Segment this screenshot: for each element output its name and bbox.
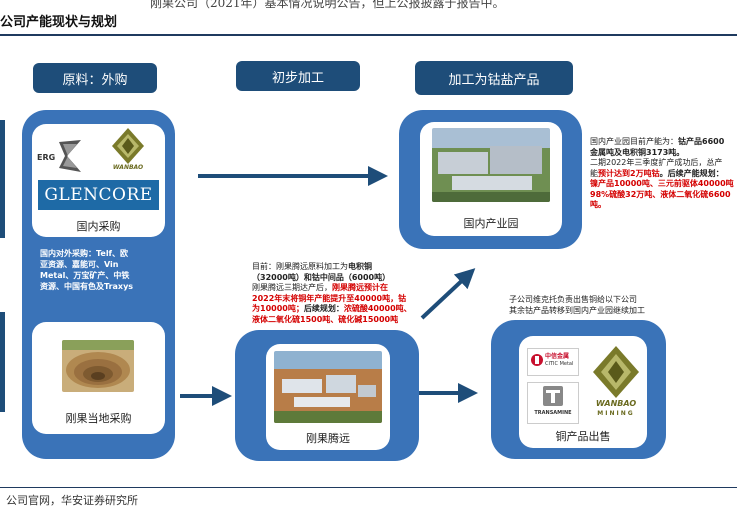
note-line: 吨。 bbox=[590, 200, 606, 209]
arrow-to-industrial-park bbox=[420, 268, 476, 320]
note-line: 国内产业园目前产能为：钴产品6600 bbox=[590, 137, 725, 146]
congo-plant-photo bbox=[274, 351, 382, 423]
congo-plant-card: 刚果腾远 bbox=[266, 344, 390, 450]
edge-tab-lower bbox=[0, 312, 5, 412]
note-line: 金属吨及电积铜3173吨。 bbox=[590, 147, 685, 157]
local-sourcing-caption: 刚果当地采购 bbox=[65, 412, 132, 425]
glencore-logo-text: GLENCORE bbox=[44, 185, 153, 205]
note-line: 液体二氧化硫1500吨、硫化碱15000吨 bbox=[252, 314, 399, 324]
citic-metal-logo: 中信金属 CITIC Metal bbox=[527, 348, 579, 376]
note-line: 为10000吨；后续规划：浓硫酸40000吨、 bbox=[252, 304, 412, 313]
note-line: （32000吨）和钴中间品（6000吨） bbox=[252, 272, 391, 282]
local-sourcing-card: 刚果当地采购 bbox=[32, 322, 165, 434]
citic-logo-cn: 中信金属 bbox=[545, 353, 570, 360]
note-line: 目前：刚果腾远原料加工为电积铜 bbox=[252, 262, 372, 271]
copper-sales-caption: 铜产品出售 bbox=[555, 430, 611, 443]
erg-logo: ERG bbox=[37, 138, 85, 174]
domestic-sourcing-card: ERG WANBAO GLENCORE 国内采购 bbox=[32, 124, 165, 237]
transamine-logo-text: TRANSAMINE bbox=[534, 410, 572, 416]
copper-sales-note: 子公司维克托负责出售铜给以下公司 其余钴产品转移到国内产业园继续加工 bbox=[509, 295, 709, 316]
stage-label-primary: 初步加工 bbox=[236, 61, 360, 91]
citic-logo-en: CITIC Metal bbox=[545, 361, 574, 367]
stage-label-raw: 原料：外购 bbox=[33, 63, 157, 93]
transamine-logo: TRANSAMINE bbox=[527, 382, 579, 424]
mine-pit-photo bbox=[62, 340, 134, 392]
supplier-line: Metal、万宝矿产、中铁 bbox=[40, 271, 130, 280]
wanbao-logo-text: WANBAO bbox=[595, 399, 637, 408]
note-line: 镍产品10000吨、三元前驱体40000吨 bbox=[590, 179, 734, 188]
wanbao-logo: WANBAO bbox=[108, 128, 148, 178]
wanbao-logo-subtext: MINING bbox=[597, 410, 635, 417]
industrial-park-photo bbox=[432, 128, 550, 202]
wanbao-logo-text: WANBAO bbox=[112, 164, 144, 171]
supplier-line: 国内对外采购：Telf、欧 bbox=[40, 249, 129, 258]
congo-plant-note: 目前：刚果腾远原料加工为电积铜 （32000吨）和钴中间品（6000吨） 刚果腾… bbox=[252, 262, 417, 325]
supplier-line: 资源、中国有色及Traxys bbox=[40, 282, 134, 291]
note-line: 能预计达到2万吨钴。后续产能规划： bbox=[590, 168, 724, 178]
top-text-fragment: 刚果公司（2021年）基本情况说明公告，但上公报披露于报告中。 bbox=[150, 0, 505, 10]
edge-tab-upper bbox=[0, 120, 5, 238]
wanbao-logo: WANBAO MINING bbox=[591, 346, 641, 424]
copper-sales-card: 中信金属 CITIC Metal TRANSAMINE WANBAO MININ… bbox=[519, 336, 647, 448]
supplier-list: 国内对外采购：Telf、欧 亚资源、嘉能可、Vin Metal、万宝矿产、中铁 … bbox=[40, 248, 174, 292]
footer-rule bbox=[0, 487, 737, 488]
congo-plant-caption: 刚果腾远 bbox=[306, 432, 350, 445]
source-note: 公司官网，华安证券研究所 bbox=[6, 494, 138, 507]
industrial-park-card: 国内产业园 bbox=[420, 122, 562, 236]
stage-label-cobalt: 加工为钴盐产品 bbox=[415, 61, 573, 95]
note-line: 刚果腾远三期达产后，刚果腾远预计在 bbox=[252, 283, 388, 292]
note-line: 二期2022年三季度扩产成功后，总产 bbox=[590, 158, 723, 167]
note-line: 2022年末将铜年产能提升至40000吨，钴 bbox=[252, 293, 407, 303]
domestic-sourcing-caption: 国内采购 bbox=[76, 220, 121, 233]
section-title: 公司产能现状与规划 bbox=[0, 15, 118, 30]
note-line: 98%硫酸32万吨、液体二氧化硫6600 bbox=[590, 189, 731, 199]
supplier-line: 亚资源、嘉能可、Vin bbox=[40, 260, 119, 269]
note-line: 子公司维克托负责出售铜给以下公司 bbox=[509, 295, 637, 304]
note-line: 其余钴产品转移到国内产业园继续加工 bbox=[509, 305, 645, 315]
industrial-park-note: 国内产业园目前产能为：钴产品6600 金属吨及电积铜3173吨。 二期2022年… bbox=[590, 137, 737, 211]
industrial-park-caption: 国内产业园 bbox=[463, 217, 519, 230]
glencore-logo: GLENCORE bbox=[38, 180, 159, 210]
header-rule bbox=[0, 34, 737, 36]
erg-logo-text: ERG bbox=[37, 153, 56, 162]
